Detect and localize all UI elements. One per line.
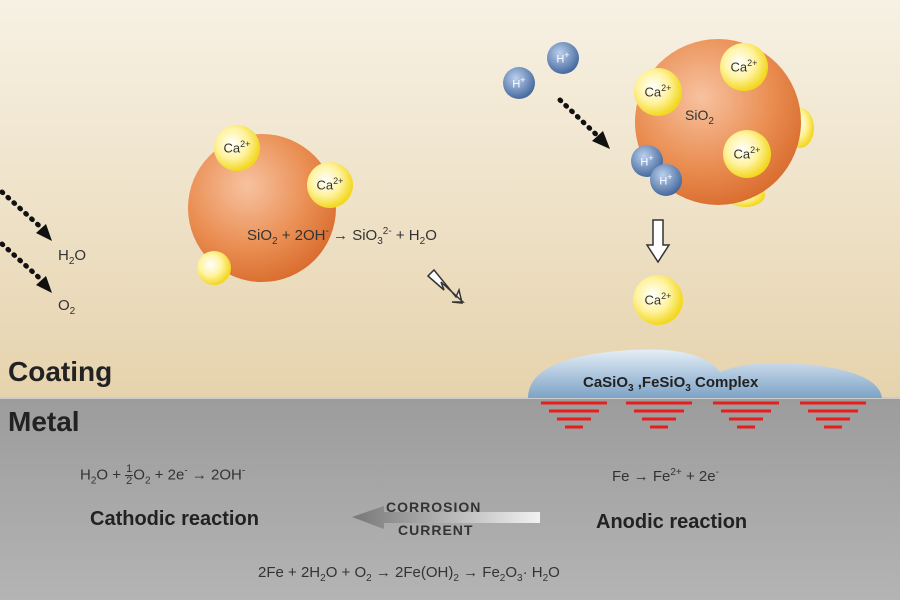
ca-ion-label: Ca2+: [733, 145, 761, 162]
ca-ion-label: Ca2+: [730, 58, 758, 75]
proton-ion-1: [503, 67, 535, 99]
released-ca-ion: [633, 275, 683, 325]
corrosion-pits: [541, 401, 866, 429]
cathodic-reaction-label: Cathodic reaction: [90, 508, 259, 530]
migration-arrow: [426, 268, 465, 304]
ca-ion-label: Ca2+: [316, 176, 344, 193]
ca-ion-label: Ca2+: [223, 139, 251, 156]
corrosion-current-label-line2: CURRENT: [398, 522, 474, 538]
dissolution-equation: SiO2 + 2OH- → SiO32- + H2O: [247, 226, 437, 247]
anodic-reaction-label: Anodic reaction: [596, 511, 748, 533]
h2o-molecule-label: H2O: [58, 247, 87, 267]
corrosion-current-label-line1: CORROSION: [386, 499, 482, 515]
anodic-equation: Fe → Fe2+ + 2e-: [612, 467, 719, 485]
silica-particle-left: [188, 125, 353, 285]
release-arrow: [645, 219, 671, 264]
o2-molecule-label: O2: [58, 297, 76, 317]
metal-label: Metal: [8, 406, 80, 437]
proton-ion-2: [547, 42, 579, 74]
proton-diffusion-arrow: [557, 97, 605, 143]
sio2-particle-label: SiO2: [685, 107, 714, 127]
o2-diffusion-arrow: [0, 241, 49, 287]
coating-label: Coating: [8, 356, 113, 387]
metal-layer: [0, 398, 900, 600]
silica-particle-right: [634, 39, 814, 207]
ca-ion-label: Ca2+: [644, 291, 672, 308]
deposit-layer: [528, 349, 882, 398]
proton-label: H+: [512, 75, 526, 91]
proton-label: H+: [556, 50, 570, 66]
proton-ion-4: [650, 164, 682, 196]
deposit-label: CaSiO3 ,FeSiO3 Complex: [583, 374, 759, 394]
proton-label: H+: [659, 172, 673, 188]
corrosion-current-arrow: [352, 506, 540, 529]
h2o-diffusion-arrow: [0, 189, 49, 235]
overall-equation: 2Fe + 2H2O + O2 → 2Fe(OH)2 → Fe2O3· H2O: [258, 564, 560, 584]
ca-ion-label: Ca2+: [644, 83, 672, 100]
proton-label: H+: [640, 153, 654, 169]
